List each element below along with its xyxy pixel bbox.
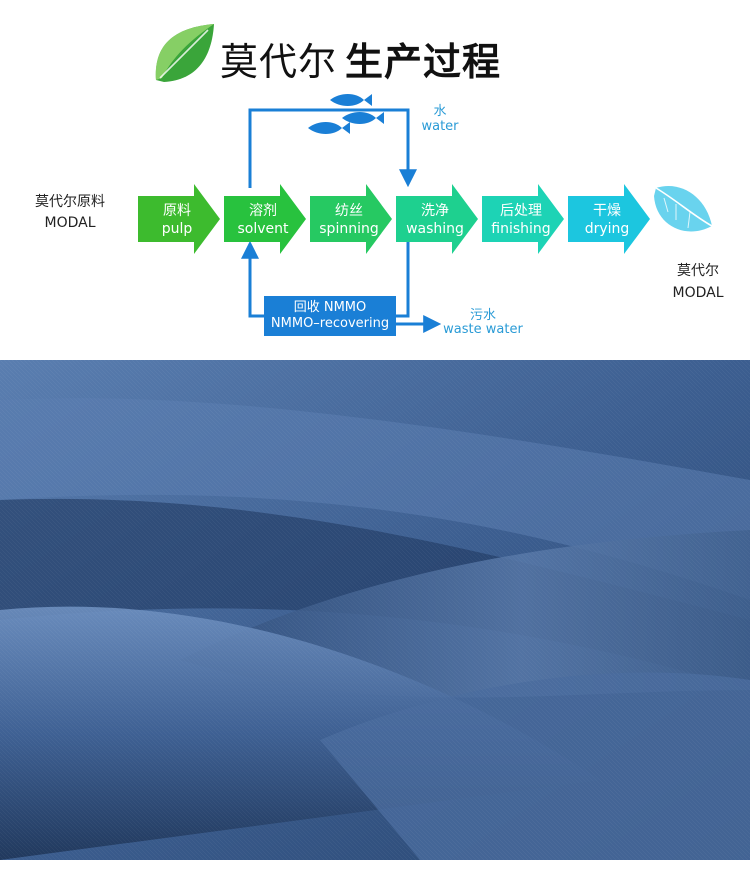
step-en: spinning: [319, 221, 379, 237]
step-zh: 后处理: [500, 203, 542, 219]
fish-icon: [308, 94, 384, 134]
water-label: 水 water: [408, 104, 472, 134]
step-label-drying: 干燥 drying: [572, 202, 642, 238]
title-leaf-icon: [155, 24, 214, 82]
step-arrow-solvent: [224, 184, 306, 254]
source-en: MODAL: [44, 215, 96, 231]
water-supply-line: [248, 108, 417, 188]
end-leaf-icon: [654, 185, 713, 232]
step-en: pulp: [161, 221, 193, 237]
step-zh: 干燥: [593, 203, 621, 219]
step-en: drying: [584, 221, 630, 237]
step-zh: 洗净: [421, 203, 449, 219]
step-label-pulp: 原料 pulp: [142, 202, 212, 238]
step-zh: 溶剂: [249, 203, 277, 219]
title-suffix: 生产过程: [345, 39, 502, 84]
destination-zh: 莫代尔: [677, 263, 719, 279]
title-main: 莫代尔: [220, 39, 338, 84]
water-zh: 水: [433, 104, 447, 119]
step-en: solvent: [237, 221, 289, 237]
step-arrow-pulp: [138, 184, 220, 254]
waste-en: waste water: [443, 322, 523, 337]
fabric-photo: [0, 360, 750, 860]
step-arrow-finishing: [482, 184, 564, 254]
step-arrow-spinning: [310, 184, 392, 254]
step-zh: 纺丝: [335, 203, 363, 219]
water-en: water: [421, 119, 459, 134]
step-label-washing: 洗净 washing: [400, 202, 470, 238]
step-label-solvent: 溶剂 solvent: [228, 202, 298, 238]
destination-label: 莫代尔 MODAL: [656, 260, 740, 304]
page-title: 莫代尔 生产过程: [220, 28, 501, 88]
recovery-zh: 回收 NMMO: [293, 300, 367, 315]
destination-en: MODAL: [672, 285, 724, 301]
recovery-en: NMMO–recovering: [270, 316, 390, 331]
step-label-spinning: 纺丝 spinning: [314, 202, 384, 238]
process-flow-diagram: [138, 94, 713, 336]
step-label-finishing: 后处理 finishing: [486, 202, 556, 238]
step-arrow-washing: [396, 184, 478, 254]
waste-water-label: 污水 waste water: [438, 309, 528, 337]
step-en: washing: [406, 221, 464, 237]
source-zh: 莫代尔原料: [35, 194, 105, 210]
recovery-box: [264, 296, 396, 336]
step-zh: 原料: [163, 203, 191, 219]
recovery-return-line: [241, 240, 264, 318]
nmmo-recovery-label: 回收 NMMO NMMO–recovering: [264, 296, 396, 336]
step-en: finishing: [491, 221, 551, 237]
recovery-line: [396, 236, 410, 318]
source-label: 莫代尔原料 MODAL: [22, 192, 118, 234]
step-arrow-drying: [568, 184, 650, 254]
waste-zh: 污水: [469, 308, 496, 323]
